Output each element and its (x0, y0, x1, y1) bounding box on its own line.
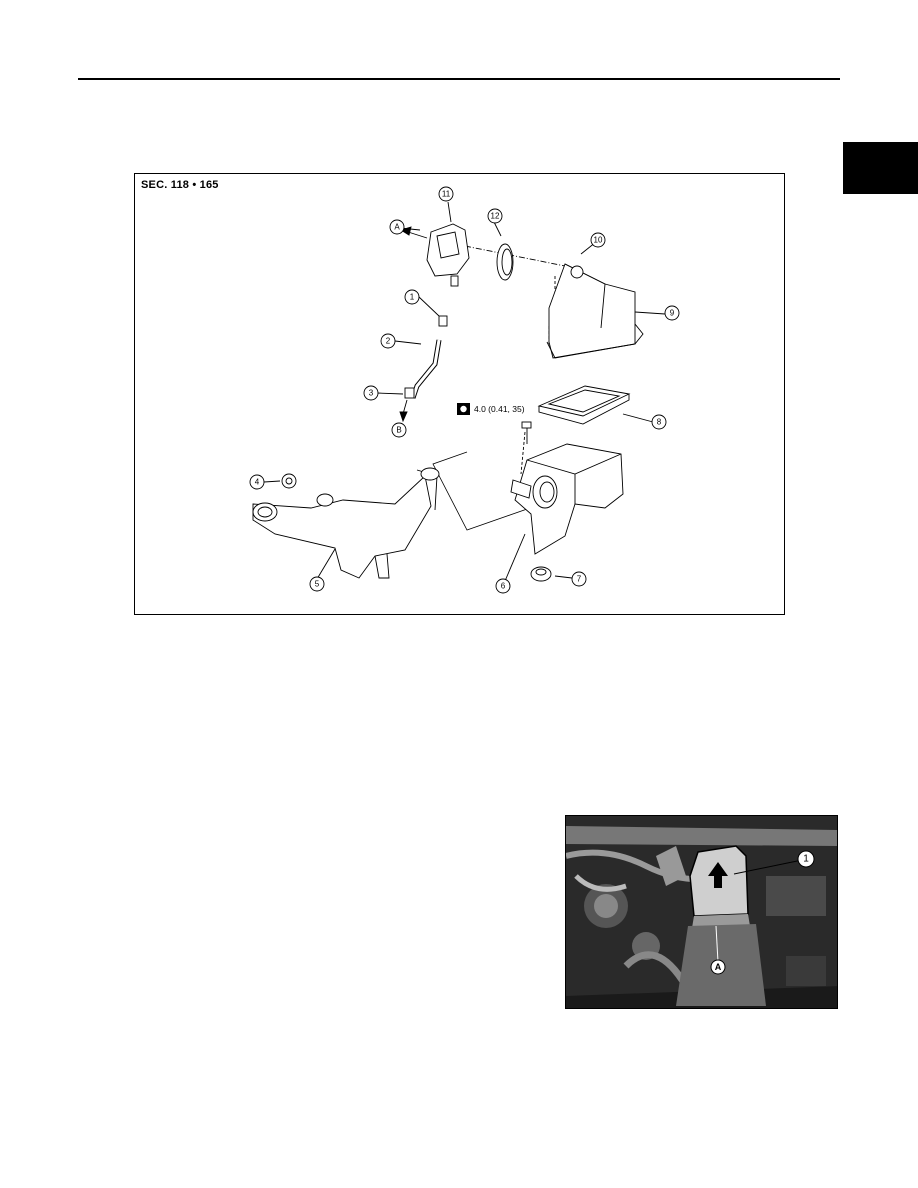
engine-bay-image: 1 A (566, 816, 837, 1008)
callout-8: 8 (657, 418, 662, 427)
torque-icon (457, 403, 470, 415)
callout-a: A (394, 223, 400, 232)
callout-1: 1 (410, 293, 415, 302)
header-rule (78, 78, 840, 80)
callout-6: 6 (501, 582, 506, 591)
callout-b: B (396, 426, 401, 435)
callout-7: 7 (577, 575, 582, 584)
callout-4: 4 (255, 478, 260, 487)
section-reference: SEC. 118 • 165 (141, 179, 219, 191)
callout-10: 10 (594, 236, 603, 245)
callout-11: 11 (442, 190, 451, 199)
callout-12: 12 (491, 212, 500, 221)
photo-callout-1: 1 (803, 854, 809, 865)
section-tab (843, 142, 918, 194)
callout-9: 9 (670, 309, 675, 318)
callout-3: 3 (369, 389, 374, 398)
air-cleaner-exploded-drawing: 4.0 (0.41, 35) 11 12 10 9 8 1 2 3 4 5 6 (249, 186, 680, 594)
up-arrow-icon (708, 862, 728, 888)
callout-5: 5 (315, 580, 320, 589)
engine-bay-photo: 1 A (565, 815, 838, 1009)
torque-spec: 4.0 (0.41, 35) (474, 404, 525, 414)
exploded-view-diagram: SEC. 118 • 165 (134, 173, 785, 615)
callout-2: 2 (386, 337, 391, 346)
photo-callout-a: A (715, 962, 722, 972)
